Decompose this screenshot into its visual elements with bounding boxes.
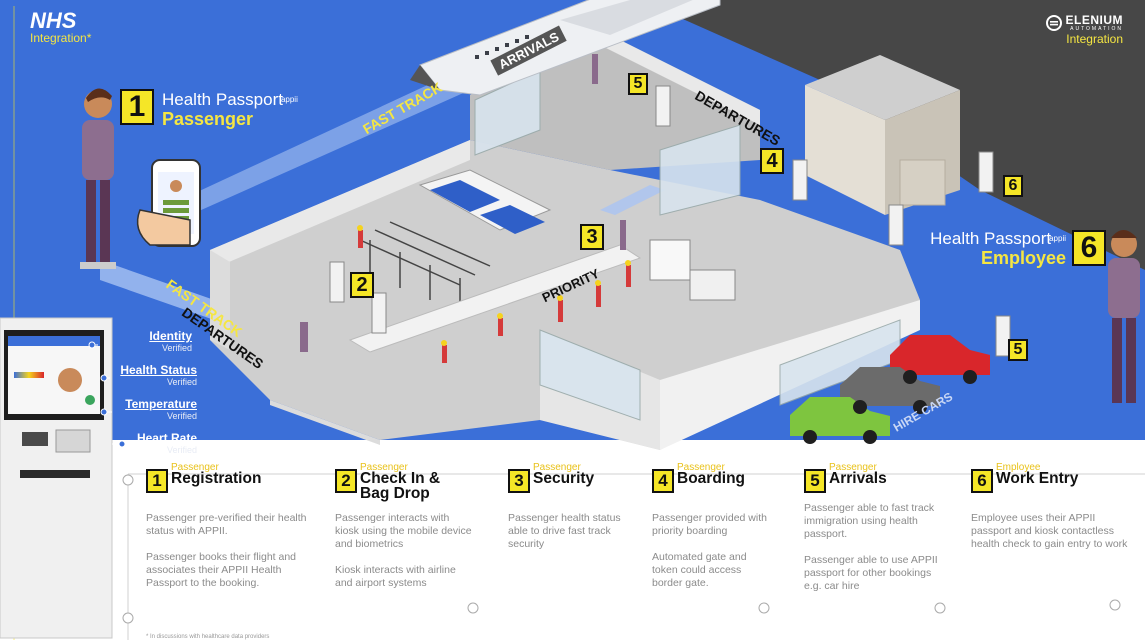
map-marker-checkin: 2 (350, 272, 374, 298)
step-5-title: Arrivals (829, 470, 887, 487)
passenger-health-passport-label: Health Passportappii Passenger (162, 90, 298, 129)
security-gate (649, 239, 691, 281)
elenium-brand: ELENIUM AUTOMATION Integration (1045, 13, 1123, 46)
nhs-brand: NHS Integration* (30, 10, 91, 45)
passenger-hp-brand: appii (280, 95, 298, 104)
step-4-category: Passenger (677, 462, 725, 473)
step-1-title: Registration (171, 470, 262, 487)
check-heart-rate: Heart Rate Verified (136, 431, 197, 456)
passenger-hp-title: Health Passport (162, 90, 283, 109)
step-check-in: 2 Passenger Check In & Bag Drop Passenge… (335, 462, 475, 632)
passenger-number-badge: 1 (120, 89, 154, 125)
queue-barriers (359, 221, 491, 305)
glass-partitions (474, 69, 901, 421)
office-building-front (805, 85, 885, 215)
step-3-description: Passenger health status able to drive fa… (508, 512, 621, 550)
step-2-category: Passenger (360, 462, 408, 473)
map-marker-work-entry: 6 (1003, 175, 1023, 197)
step-2-description: Passenger interacts with kiosk using the… (335, 512, 472, 589)
map-marker-security: 3 (580, 224, 604, 250)
step-6-title: Work Entry (996, 470, 1079, 487)
employee-figure (1108, 230, 1140, 403)
map-marker-arrivals-top: 5 (628, 73, 648, 95)
info-panel-background (0, 440, 1145, 644)
journey-steps: 1 Passenger Registration Passenger pre-v… (128, 462, 1145, 632)
employee-hp-brand: appii (1049, 234, 1066, 243)
step-4-description: Passenger provided with priority boardin… (652, 512, 767, 589)
check-health-status: Health Status Verified (120, 363, 197, 388)
check-temperature: Temperature Verified (125, 397, 197, 422)
priority-lane (348, 244, 642, 353)
elenium-name: ELENIUM (1065, 13, 1123, 27)
nhs-subtitle: Integration* (30, 31, 92, 45)
phone-illustration (136, 159, 201, 247)
elenium-tagline: AUTOMATION (1070, 26, 1123, 32)
step-3-category: Passenger (533, 462, 581, 473)
footnote: * In discussions with healthcare data pr… (146, 634, 270, 640)
check-identity: Identity Verified (149, 329, 192, 354)
step-5-description: Passenger able to fast track immigration… (804, 502, 938, 592)
hire-cars (790, 335, 990, 444)
map-marker-boarding: 4 (760, 148, 784, 174)
step-security: 3 Passenger Security Passenger health st… (508, 462, 628, 632)
kiosk-connectors (88, 341, 126, 448)
terminal-wall-west (210, 250, 230, 350)
elenium-logo-icon (1045, 15, 1062, 31)
walkway-arrivals (180, 70, 470, 215)
step-4-title: Boarding (677, 470, 746, 487)
employee-hp-title: Health Passport (930, 229, 1052, 248)
step-registration: 1 Passenger Registration Passenger pre-v… (146, 462, 326, 632)
step-2-number: 2 (335, 469, 357, 493)
terminal-wall-north (210, 140, 470, 270)
step-1-category: Passenger (171, 462, 219, 473)
step-3-title: Security (533, 470, 595, 487)
tarmac-area (640, 0, 1145, 270)
step-1-number: 1 (146, 469, 168, 493)
step-6-number: 6 (971, 469, 993, 493)
map-people (300, 54, 631, 363)
step-1-description: Passenger pre-verified their health stat… (146, 512, 307, 589)
office-building-roof (805, 55, 960, 120)
employee-hp-role: Employee (980, 248, 1066, 268)
step-2-title: Check In & Bag Drop (360, 470, 441, 502)
map-kiosks (329, 85, 1011, 357)
step-6-description: Employee uses their APPII passport and k… (971, 512, 1128, 550)
step-arrivals: 5 Passenger Arrivals Passenger able to f… (804, 462, 954, 632)
passenger-hp-role: Passenger (162, 109, 254, 129)
elenium-subtitle: Integration (1066, 32, 1123, 46)
step-5-category: Passenger (829, 462, 877, 473)
map-marker-arrivals-right: 5 (1008, 339, 1028, 361)
employee-number-badge: 6 (1072, 230, 1106, 266)
step-boarding: 4 Passenger Boarding Passenger provided … (652, 462, 782, 632)
step-6-category: Employee (996, 462, 1041, 473)
step-4-number: 4 (652, 469, 674, 493)
step-work-entry: 6 Employee Work Entry Employee uses thei… (971, 462, 1136, 632)
panel-markers (122, 474, 1121, 624)
registration-kiosk (0, 317, 113, 639)
step-3-number: 3 (508, 469, 530, 493)
nhs-title: NHS (30, 8, 77, 33)
passenger-figure (80, 88, 116, 269)
employee-health-passport-label: Health Passportappii Employee (930, 229, 1066, 268)
step-5-number: 5 (804, 469, 826, 493)
